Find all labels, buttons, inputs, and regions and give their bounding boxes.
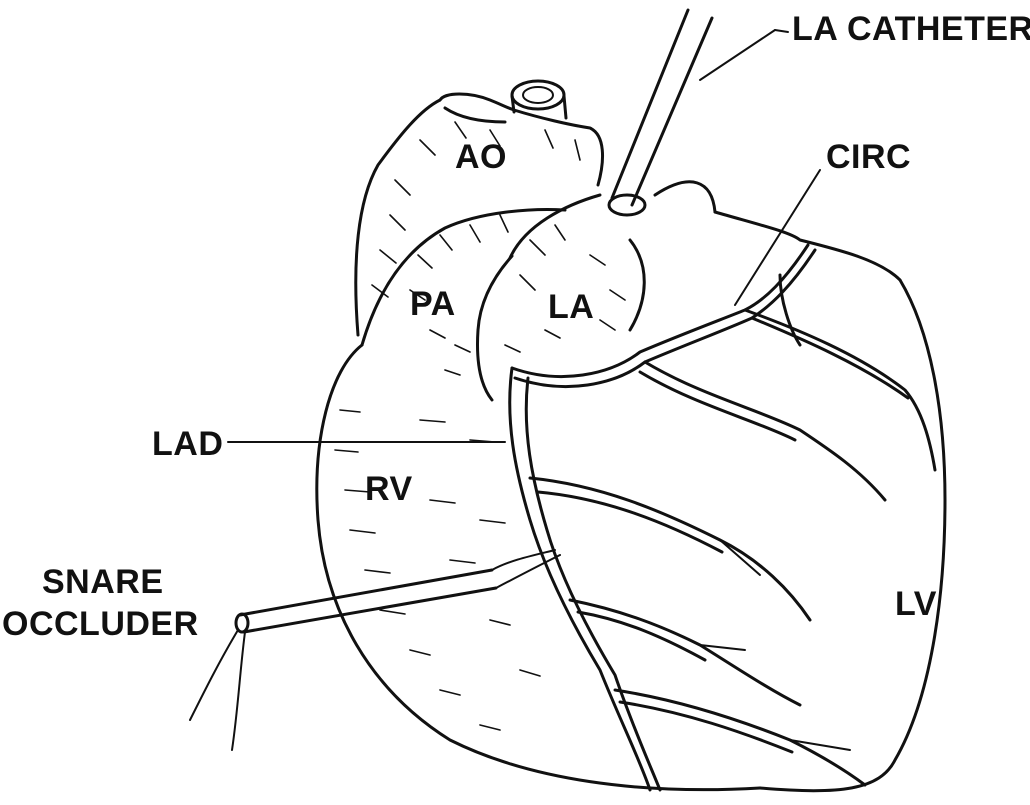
snare-occluder: [190, 550, 560, 750]
coronary-circumflex: [512, 245, 935, 500]
label-snare: SNARE: [42, 563, 164, 601]
coronary-lad: [510, 368, 865, 790]
label-ao: AO: [455, 138, 507, 176]
label-rv: RV: [365, 470, 413, 508]
label-lv: LV: [895, 585, 937, 623]
label-lad: LAD: [152, 425, 223, 463]
pulmonary-artery: [362, 210, 565, 400]
label-circ: CIRC: [826, 138, 911, 176]
left-atrium: [510, 182, 715, 330]
label-occluder: OCCLUDER: [2, 605, 199, 643]
label-la: LA: [548, 288, 594, 326]
label-pa: PA: [410, 285, 456, 323]
label-la-catheter: LA CATHETER: [792, 10, 1030, 48]
